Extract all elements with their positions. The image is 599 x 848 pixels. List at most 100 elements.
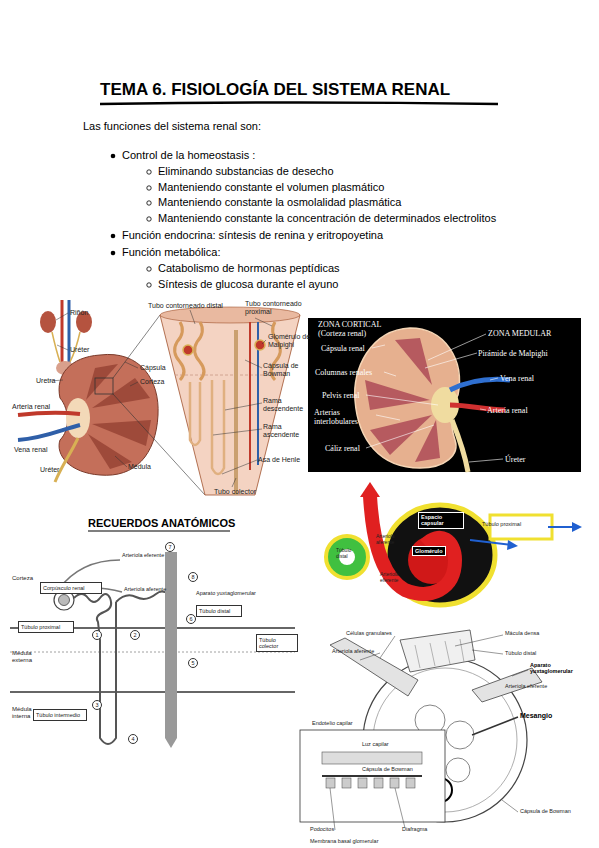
box-label: Corpúsculo renal <box>43 585 99 591</box>
box-label: Túbulo colector <box>259 637 295 649</box>
leader-line <box>222 460 257 474</box>
part-label: Tubo colector <box>214 488 256 496</box>
part-label: Corteza <box>12 575 33 582</box>
pyramid <box>415 420 440 462</box>
zone-line <box>10 691 295 693</box>
box-label: Túbulo proximal <box>21 624 71 630</box>
part-label: Arteria renal <box>487 406 528 415</box>
process-box: Túbulo colector <box>256 634 298 652</box>
flow-arrow-head <box>507 540 518 550</box>
part-label: Glomérulo <box>412 546 446 556</box>
part-label: Membrana basal glomerular <box>310 838 378 844</box>
part-label: Corteza <box>140 378 165 386</box>
part-label: Arterias interlobulares <box>314 408 376 426</box>
leader-line <box>190 310 195 324</box>
part-label: Mesangio <box>520 712 552 720</box>
leader-line <box>490 378 498 380</box>
leader-line <box>213 429 262 435</box>
part-label: Diafragma <box>402 826 427 832</box>
callout-number: 3 <box>92 700 102 710</box>
loop-of-henle <box>190 382 200 445</box>
distal-tubule <box>400 630 475 672</box>
part-label: Aparato yuxtaglomerular <box>530 662 578 675</box>
callout-number: 8 <box>188 572 198 582</box>
artery <box>249 322 251 470</box>
flow-arrow-head <box>572 522 582 532</box>
leader-line <box>380 636 395 658</box>
body-text: Manteniendo constante la osmolalidad pla… <box>158 196 401 209</box>
body-text: Manteniendo constante el volumen plasmát… <box>158 181 384 194</box>
part-label: Riñón <box>70 309 88 317</box>
part-label: Arteriola aferente <box>124 586 166 592</box>
wedge-top <box>160 307 300 323</box>
sub-bullet <box>147 186 151 190</box>
part-label: Pelvis renal <box>322 391 360 400</box>
sub-bullet <box>147 217 151 221</box>
leader-line <box>480 409 486 410</box>
podocyte-foot <box>406 778 415 788</box>
part-label: Uretra <box>36 377 55 385</box>
pyramid <box>395 338 432 385</box>
part-label: Úreter <box>505 455 525 464</box>
part-label: Vena renal <box>14 446 47 454</box>
leader-line <box>130 382 138 386</box>
leader-line <box>262 340 266 344</box>
inset-frame <box>300 730 445 822</box>
leader-line <box>395 788 405 828</box>
podocyte-foot <box>390 778 399 788</box>
part-label: Mácula densa <box>505 630 539 636</box>
leader-line <box>472 650 503 654</box>
collecting-duct <box>234 330 238 495</box>
part-label: Cápsula renal <box>321 344 365 353</box>
leader-lines <box>50 310 272 487</box>
leader-line <box>502 800 518 812</box>
part-label: Endotelio capilar <box>312 720 353 726</box>
arteriole <box>370 496 455 594</box>
glomerulus <box>255 340 265 350</box>
section-heading: RECUERDOS ANATÓMICOS <box>88 517 235 530</box>
body-text: Control de la homeostasis : <box>122 149 255 162</box>
renal-vein <box>18 425 80 440</box>
ureter <box>52 332 60 362</box>
leader-line <box>425 353 477 368</box>
renal-pelvis <box>66 398 90 438</box>
zone-line <box>10 652 295 653</box>
sub-bullet <box>147 170 151 174</box>
glomerulus <box>59 595 70 606</box>
leader-line <box>125 362 138 368</box>
part-label: Arteriola eferente <box>380 572 408 584</box>
leader-line <box>225 403 262 410</box>
leader-line <box>366 425 434 448</box>
kidney-coronal <box>355 328 460 468</box>
callout-number: 7 <box>165 542 175 552</box>
heading-underline <box>88 530 230 531</box>
leader-line <box>469 459 503 462</box>
process-box: Corpúsculo renal <box>40 582 102 594</box>
leader-line <box>472 717 518 735</box>
part-label: Columnas renales <box>315 368 372 377</box>
leader-line <box>455 635 503 646</box>
sub-bullet <box>147 283 151 287</box>
pyramid <box>365 380 430 410</box>
part-label: Espacio capsular <box>418 512 464 529</box>
leader-line <box>366 395 438 405</box>
ureter <box>452 420 468 472</box>
capillary-loop <box>446 721 474 749</box>
part-label: Cápsula <box>140 364 166 372</box>
flow-arrow <box>470 540 512 545</box>
flow-arrow <box>360 482 380 497</box>
leader-line <box>57 345 68 350</box>
bullet <box>111 154 116 159</box>
leader-line <box>245 360 262 368</box>
callout-number: 6 <box>186 614 196 624</box>
part-label: Podocitos <box>310 826 334 832</box>
kidney-small <box>40 311 56 333</box>
part-label: Luz capilar <box>362 741 389 747</box>
part-label: Rama descendente <box>263 397 307 413</box>
podocyte-foot <box>374 778 383 788</box>
leader-line <box>372 345 385 348</box>
part-label: Arteriola aferente <box>332 648 374 654</box>
sub-bullet <box>147 267 151 271</box>
leader-line <box>330 788 335 830</box>
process-box: Túbulo intermedio <box>33 709 87 721</box>
